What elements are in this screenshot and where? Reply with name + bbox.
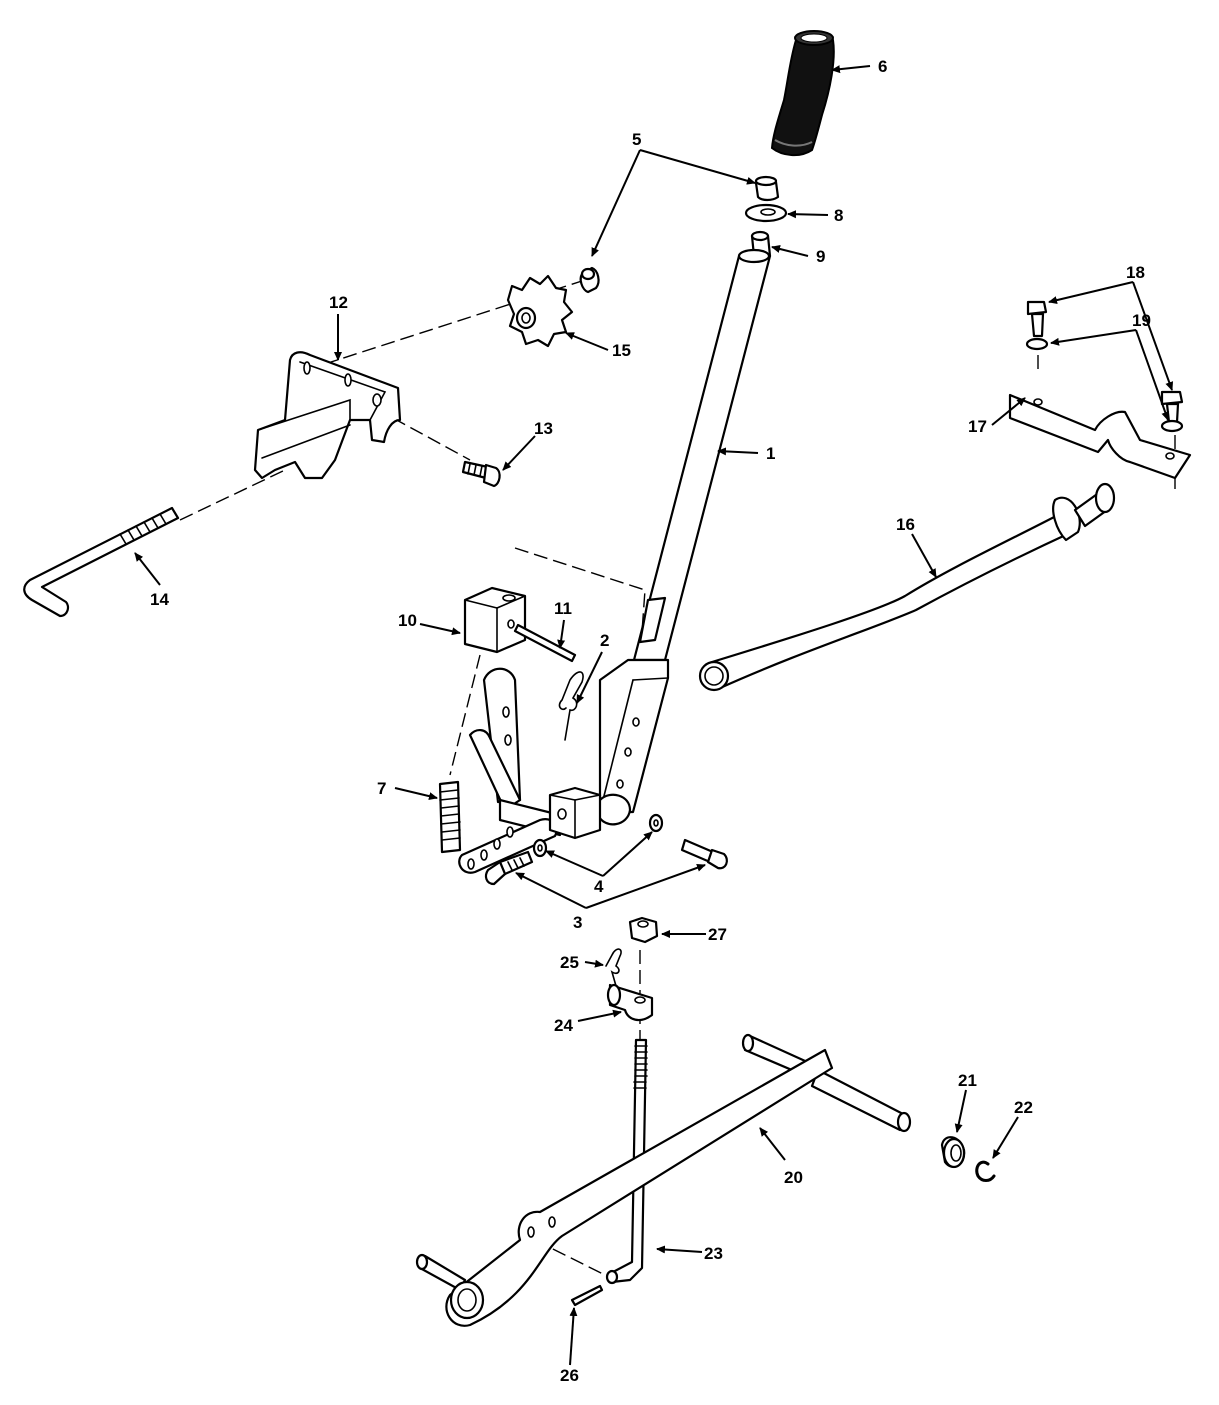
spring (438, 780, 462, 854)
strap-lockwasher-left (1025, 337, 1049, 351)
hand-grip (770, 30, 835, 156)
callout-label-6: 6 (878, 57, 887, 76)
callout-label-4: 4 (594, 877, 604, 896)
callout-label-26: 26 (560, 1366, 579, 1385)
mounting-bracket (253, 351, 402, 480)
callout-label-12: 12 (329, 293, 348, 312)
lift-link (605, 1038, 648, 1285)
bushing (940, 1136, 966, 1169)
pivot-bolt-right (680, 838, 728, 870)
shift-lever (596, 230, 772, 826)
callout-label-19: 19 (1132, 311, 1151, 330)
callout-label-22: 22 (1014, 1098, 1033, 1117)
strap-bolt-right (1160, 390, 1184, 424)
strap-lockwasher-right (1160, 419, 1184, 433)
lock-nut (628, 916, 659, 944)
star-knob (506, 274, 574, 348)
washer-top (744, 203, 788, 223)
callout-label-21: 21 (958, 1071, 977, 1090)
cotter-pin (570, 1284, 604, 1307)
leader-lines (134, 65, 1174, 1366)
callout-label-15: 15 (612, 341, 631, 360)
pivot-bracket (458, 667, 602, 874)
lift-tube (698, 482, 1116, 692)
callout-label-27: 27 (708, 925, 727, 944)
callout-label-14: 14 (150, 590, 169, 609)
pivot-washer-right (648, 813, 664, 833)
callout-label-18: 18 (1126, 263, 1145, 282)
callout-label-3: 3 (573, 913, 582, 932)
cap-knob-side (579, 266, 600, 294)
callout-label-16: 16 (896, 515, 915, 534)
pivot-block (463, 586, 527, 654)
mounting-strap (1008, 393, 1192, 480)
callout-label-9: 9 (816, 247, 825, 266)
lift-shaft (415, 1033, 912, 1327)
hairpin-clip-25 (605, 948, 622, 1001)
callout-label-11: 11 (554, 599, 572, 618)
callout-label-8: 8 (834, 206, 843, 225)
callout-label-25: 25 (560, 953, 579, 972)
callout-label-13: 13 (534, 419, 553, 438)
pivot-bolt-left (484, 850, 534, 886)
adjusting-rod (23, 506, 180, 618)
cap-top (754, 175, 780, 202)
pivot-washer-left (532, 838, 548, 858)
callout-label-10: 10 (398, 611, 417, 630)
callout-label-5: 5 (632, 130, 641, 149)
callout-label-7: 7 (377, 779, 386, 798)
strap-bolt-left (1026, 300, 1048, 338)
ferrule (606, 983, 654, 1022)
roll-pin (513, 623, 577, 663)
bracket-bolt (461, 460, 501, 488)
e-ring (975, 1160, 996, 1182)
callout-label-23: 23 (704, 1244, 723, 1263)
callout-label-17: 17 (968, 417, 987, 436)
callout-label-24: 24 (554, 1016, 573, 1035)
hairpin-clip-2 (558, 671, 584, 741)
callout-label-2: 2 (600, 631, 609, 650)
callout-labels: 1 2 3 4 5 6 7 8 9 10 11 12 13 14 15 16 1… (150, 57, 1151, 1385)
callout-label-1: 1 (766, 444, 775, 463)
callout-label-20: 20 (784, 1168, 803, 1187)
